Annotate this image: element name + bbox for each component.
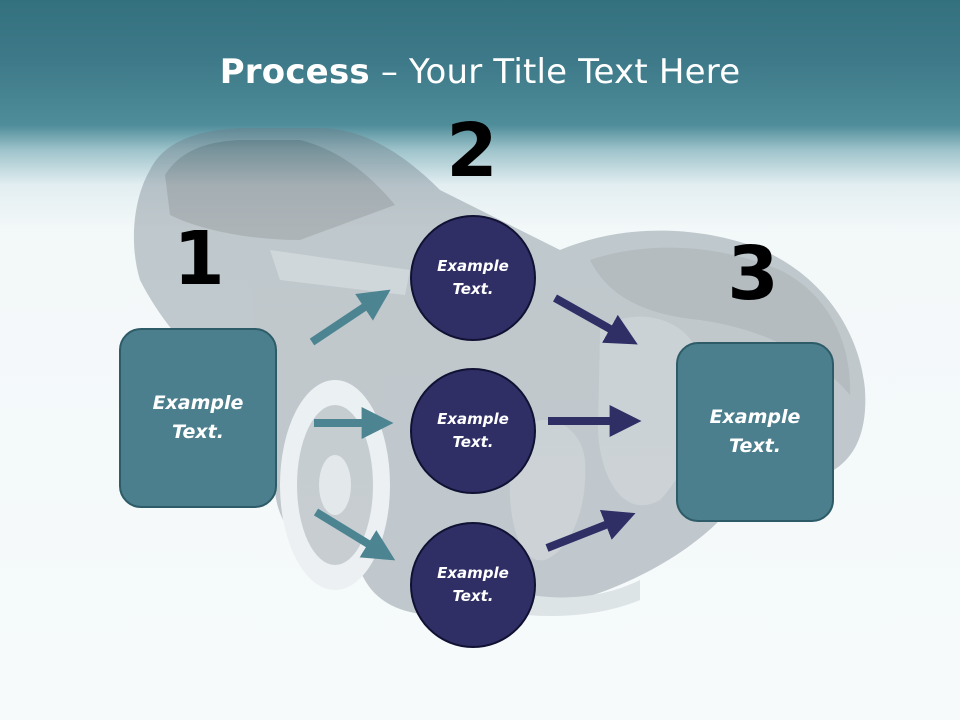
step1-text: Example Text.: [152, 392, 244, 443]
step2-circle-bottom: Example Text.: [410, 522, 536, 648]
title-rest: – Your Title Text Here: [369, 52, 741, 92]
slide-title: Process – Your Title Text Here: [0, 52, 960, 92]
step3-box: Example Text.: [676, 342, 834, 522]
step2-circle-top: Example Text.: [410, 215, 536, 341]
step3-text: Example Text.: [709, 406, 801, 457]
step-number-1: 1: [173, 216, 225, 302]
arrow-to-step2-bottom: [313, 508, 396, 561]
step2-text-middle: Example Text.: [437, 410, 509, 451]
step2-circle-middle: Example Text.: [410, 368, 536, 494]
arrow-from-step2-bottom: [545, 509, 636, 552]
arrow-to-step2-top: [309, 289, 391, 346]
step-number-3: 3: [727, 231, 779, 317]
title-bold: Process: [219, 52, 370, 92]
step2-text-top: Example Text.: [437, 257, 509, 298]
step1-box: Example Text.: [119, 328, 277, 508]
arrow-from-step2-top: [553, 294, 638, 345]
step-number-2: 2: [446, 108, 498, 194]
step2-text-bottom: Example Text.: [437, 564, 509, 605]
